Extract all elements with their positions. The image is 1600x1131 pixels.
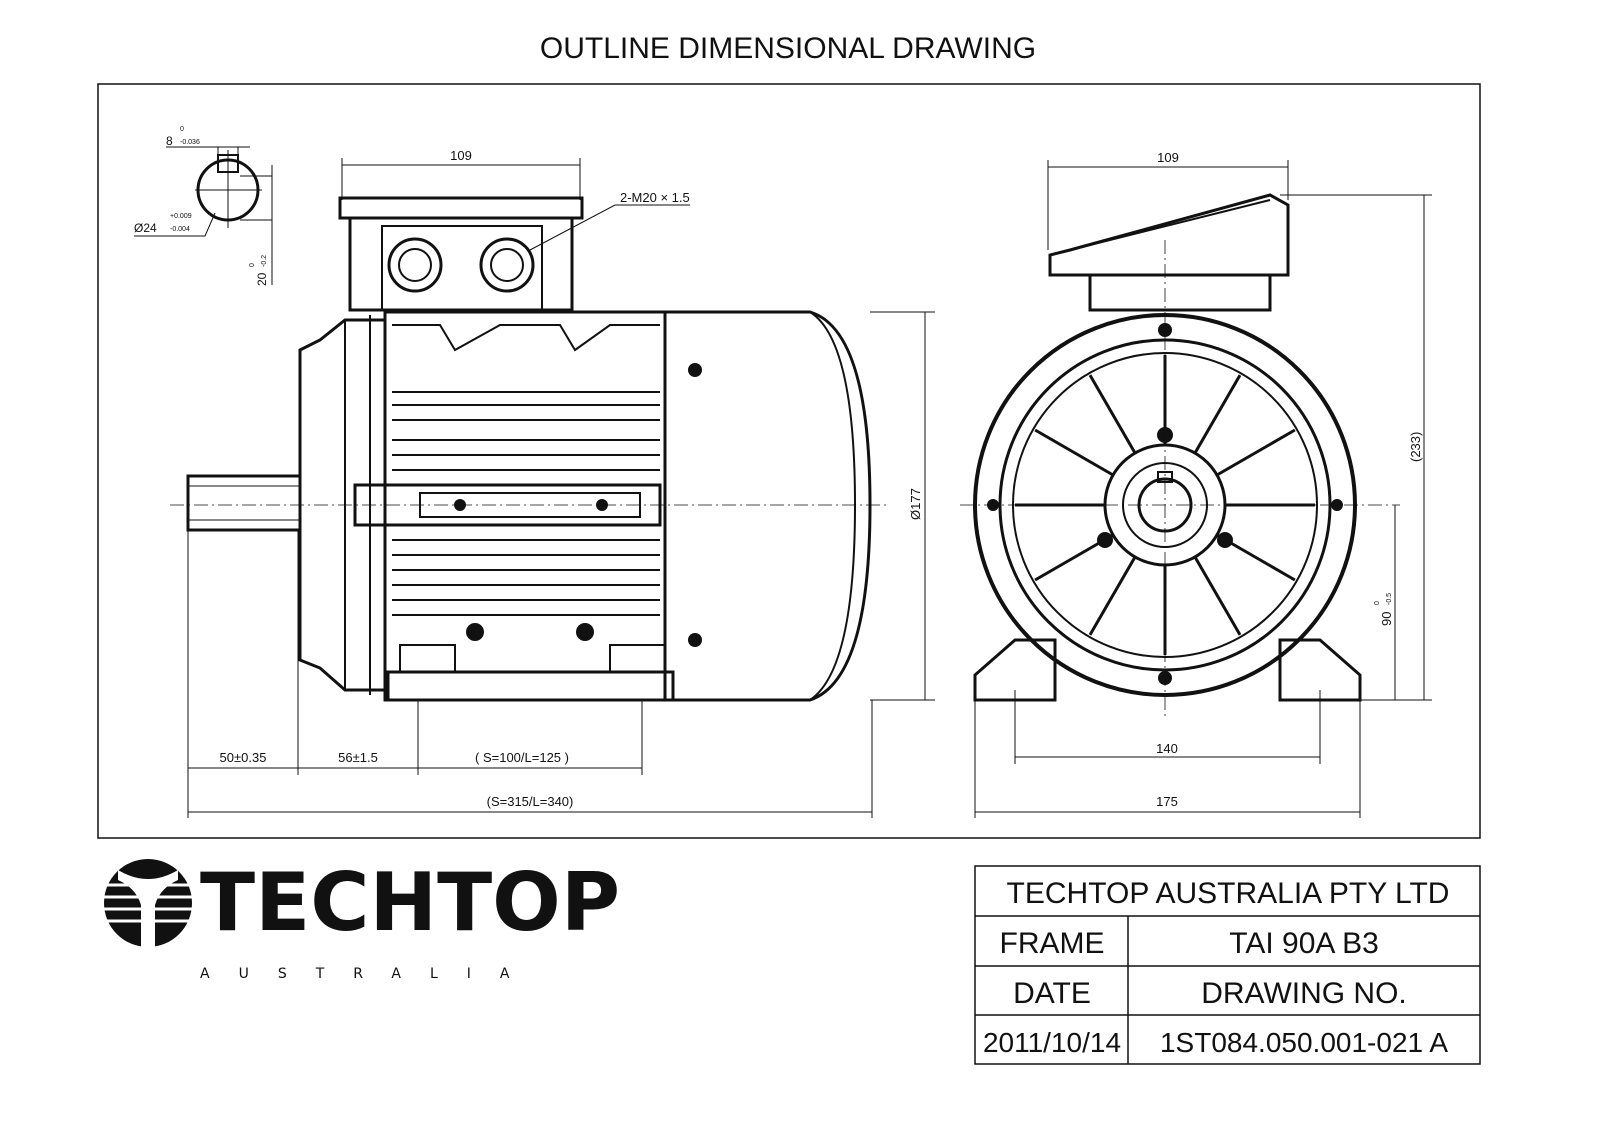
key-height-label: 20	[255, 272, 269, 286]
side-terminal-box-width: 109	[450, 148, 472, 163]
front-terminal-box-width: 109	[1157, 150, 1179, 165]
date-value: 2011/10/14	[983, 1027, 1121, 1058]
techtop-logo: TECHTOP AUSTRALIA	[104, 856, 620, 982]
foot-width-label: 175	[1156, 794, 1178, 809]
drawing-title: OUTLINE DIMENSIONAL DRAWING	[540, 32, 1036, 65]
shaft-section-detail: 8 0 -0.036 Ø24 +0.009 -0.004 20 0 -0.2	[134, 126, 273, 286]
frame-label: FRAME	[1000, 927, 1105, 960]
drawing-no-label: DRAWING NO.	[1201, 977, 1407, 1010]
shaft-tol-lower: -0.004	[170, 226, 190, 233]
key-height-tol-upper: 0	[249, 263, 256, 267]
motor-front-view	[960, 193, 1400, 720]
overall-height-label: (233)	[1408, 432, 1423, 462]
side-view-dimensions: 109 2-M20 × 1.5 Ø177 50±0.35 56±1.5 ( S=…	[187, 148, 935, 818]
logo-wordmark: TECHTOP	[200, 856, 620, 949]
shaft-dia-label: Ø24	[134, 221, 157, 235]
drawing-no-value: 1ST084.050.001-021 A	[1160, 1027, 1448, 1058]
foot-spacing-label: ( S=100/L=125 )	[475, 750, 569, 765]
front-view-dimensions: 109 (233) 90 0 -0.5 140 175	[974, 150, 1432, 818]
shaft-tol-upper: +0.009	[170, 213, 192, 220]
overall-length-label: (S=315/L=340)	[487, 794, 574, 809]
shaft-to-foot-label: 56±1.5	[338, 750, 378, 765]
drawing-border	[97, 83, 1481, 839]
foot-hole-spacing-label: 140	[1156, 741, 1178, 756]
key-height-tol-lower: -0.2	[261, 255, 268, 267]
frame-diameter-label: Ø177	[908, 488, 923, 520]
date-label: DATE	[1013, 977, 1091, 1010]
shaft-length-label: 50±0.35	[220, 750, 267, 765]
key-tol-upper: 0	[180, 126, 184, 133]
shaft-height-tol-upper: 0	[1374, 601, 1381, 605]
shaft-height-tol-lower: -0.5	[1386, 593, 1393, 605]
title-block: TECHTOP AUSTRALIA PTY LTD FRAME TAI 90A …	[974, 865, 1481, 1065]
logo-subtitle: AUSTRALIA	[200, 966, 539, 982]
company-name: TECHTOP AUSTRALIA PTY LTD	[1007, 877, 1450, 910]
frame-value: TAI 90A B3	[1229, 927, 1379, 960]
motor-side-view	[170, 196, 890, 702]
cable-gland-label: 2-M20 × 1.5	[620, 190, 690, 205]
key-tol-lower: -0.036	[180, 139, 200, 146]
shaft-height-label: 90	[1379, 612, 1394, 626]
key-width-label: 8	[166, 134, 173, 148]
